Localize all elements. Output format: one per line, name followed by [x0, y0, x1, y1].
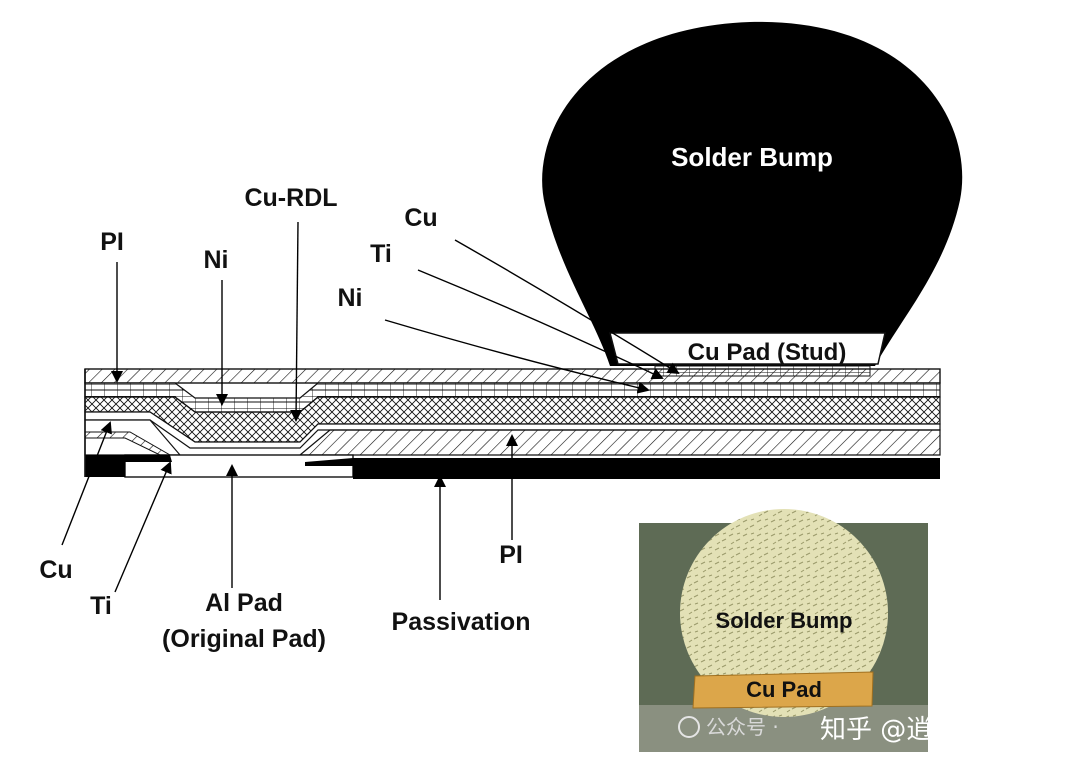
- ti-bottom-arrow: [114, 461, 172, 593]
- cu-right-arrow: [454, 239, 680, 375]
- cu-pad-stud-label: Cu Pad (Stud): [688, 339, 847, 366]
- ti-right-label: Ti: [370, 240, 392, 268]
- watermark-account: 公众号 ·: [706, 715, 779, 739]
- pi-bottom-label: PI: [499, 541, 523, 569]
- cu-bottom-arrow: [61, 421, 112, 546]
- ni-right-arrow: [384, 319, 650, 394]
- solder-bump-shape: [542, 21, 963, 366]
- ti-bottom-label: Ti: [90, 592, 112, 620]
- wechat-icon: [678, 716, 700, 738]
- micrograph-inset: Solder Bump Cu Pad: [639, 509, 928, 752]
- photo-cu-pad-label: Cu Pad: [746, 677, 822, 702]
- cu-rdl-arrow: [290, 221, 303, 422]
- text-labels: PI Ni Cu-RDL Cu Ti Ni Cu Ti Al Pad (Orig…: [39, 184, 530, 653]
- pi-lower-layer: [298, 429, 941, 456]
- al-pad-subtitle: (Original Pad): [162, 625, 326, 653]
- solder-bump-label: Solder Bump: [671, 142, 833, 172]
- watermark-site: 知乎 @逍遥科技: [820, 715, 1010, 745]
- passivation-edge-left: [125, 455, 172, 462]
- solder-bump-group: Solder Bump Cu Pad (Stud): [542, 21, 963, 377]
- passivation-right: [353, 458, 940, 479]
- passivation-edge-right: [305, 458, 353, 466]
- pi-top-label: PI: [100, 228, 124, 256]
- cu-pad-stud: [609, 332, 886, 365]
- photo-solder-bump-label: Solder Bump: [716, 608, 853, 633]
- watermark: 公众号 · 知乎 @逍遥科技: [678, 715, 1010, 745]
- passivation-left: [85, 455, 125, 477]
- cu-right-label: Cu: [404, 204, 437, 232]
- ni-left-label: Ni: [204, 246, 229, 274]
- ni-right-label: Ni: [338, 284, 363, 312]
- cu-bottom-label: Cu: [39, 556, 72, 584]
- photo-solder-bump: [680, 509, 888, 717]
- passivation-label: Passivation: [392, 608, 531, 636]
- leader-lines: [61, 221, 680, 600]
- ti-right-arrow: [417, 269, 664, 380]
- cu-rdl-label: Cu-RDL: [244, 184, 337, 212]
- photo-cu-pad: [692, 671, 874, 709]
- al-pad-label: Al Pad: [205, 589, 283, 617]
